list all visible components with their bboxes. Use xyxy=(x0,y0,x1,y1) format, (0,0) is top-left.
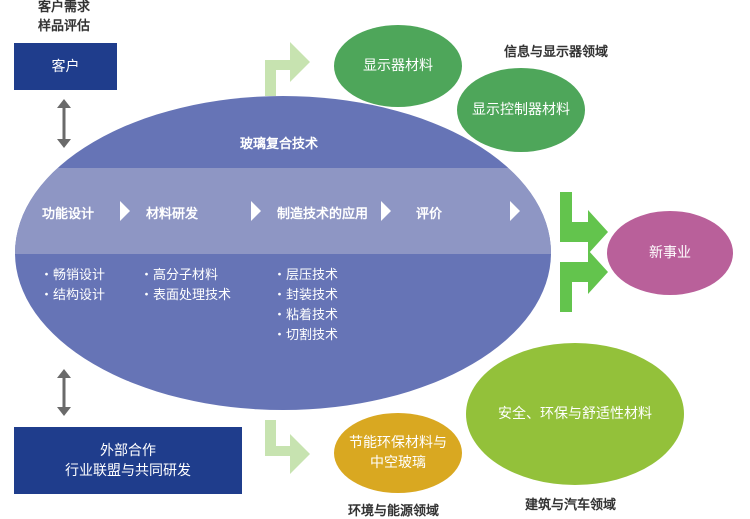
customer-needs-line1: 客户需求 xyxy=(38,0,91,15)
list-item: ・表面处理技术 xyxy=(140,288,232,303)
double-arrow-top xyxy=(57,99,71,148)
arrow-to-new-business-bottom xyxy=(560,250,608,312)
process-band xyxy=(15,168,551,254)
display-domain-title: 信息与显示器领域 xyxy=(504,45,609,60)
arrow-to-energy-domain xyxy=(265,420,310,474)
list-item: ・结构设计 xyxy=(40,288,106,303)
ellipse-title: 玻璃复合技术 xyxy=(240,137,319,152)
partner-box: 外部合作 行业联盟与共同研发 xyxy=(14,427,242,494)
partner-box-line2: 行业联盟与共同研发 xyxy=(65,462,191,479)
display-controller-material-circle: 显示控制器材料 xyxy=(457,68,585,152)
step-arrow-4 xyxy=(510,201,520,221)
step-label-3: 制造技术的应用 xyxy=(277,207,369,222)
auto-domain-title: 建筑与汽车领域 xyxy=(525,498,617,513)
safety-comfort-material-circle: 安全、环保与舒适性材料 xyxy=(466,343,684,485)
display-material-label: 显示器材料 xyxy=(363,58,433,74)
list-item: ・封装技术 xyxy=(273,288,339,303)
safety-comfort-material-label: 安全、环保与舒适性材料 xyxy=(498,406,652,422)
partner-box-line1: 外部合作 xyxy=(100,442,156,459)
customer-needs-label: 客户需求 样品评估 xyxy=(38,0,90,36)
list-item: ・畅销设计 xyxy=(40,268,106,283)
customer-box-label: 客户 xyxy=(51,58,80,75)
step-label-1: 功能设计 xyxy=(42,207,95,222)
list-item: ・切割技术 xyxy=(273,328,339,343)
energy-domain-title: 环境与能源领域 xyxy=(348,504,440,519)
display-controller-material-label: 显示控制器材料 xyxy=(472,102,570,118)
customer-needs-line2: 样品评估 xyxy=(38,19,91,34)
list-item: ・高分子材料 xyxy=(140,268,219,283)
arrow-to-new-business-top xyxy=(560,192,608,254)
list-item: ・层压技术 xyxy=(273,268,339,283)
new-business-circle: 新事业 xyxy=(607,211,733,295)
list-item: ・粘着技术 xyxy=(273,308,339,323)
double-arrow-bottom xyxy=(57,369,71,416)
step-arrow-3 xyxy=(381,201,391,221)
display-material-circle: 显示器材料 xyxy=(334,25,462,107)
step-label-2: 材料研发 xyxy=(146,207,199,222)
arrow-to-display-domain xyxy=(265,42,310,96)
energy-saving-material-circle: 节能环保材料与 中空玻璃 xyxy=(334,413,462,493)
customer-box: 客户 xyxy=(14,43,117,90)
energy-saving-material-line2: 中空玻璃 xyxy=(370,455,426,471)
energy-saving-material-line1: 节能环保材料与 xyxy=(349,435,447,451)
step-arrow-2 xyxy=(251,201,261,221)
step-label-4: 评价 xyxy=(416,207,443,222)
step-arrow-1 xyxy=(120,201,130,221)
new-business-label: 新事业 xyxy=(649,245,691,261)
